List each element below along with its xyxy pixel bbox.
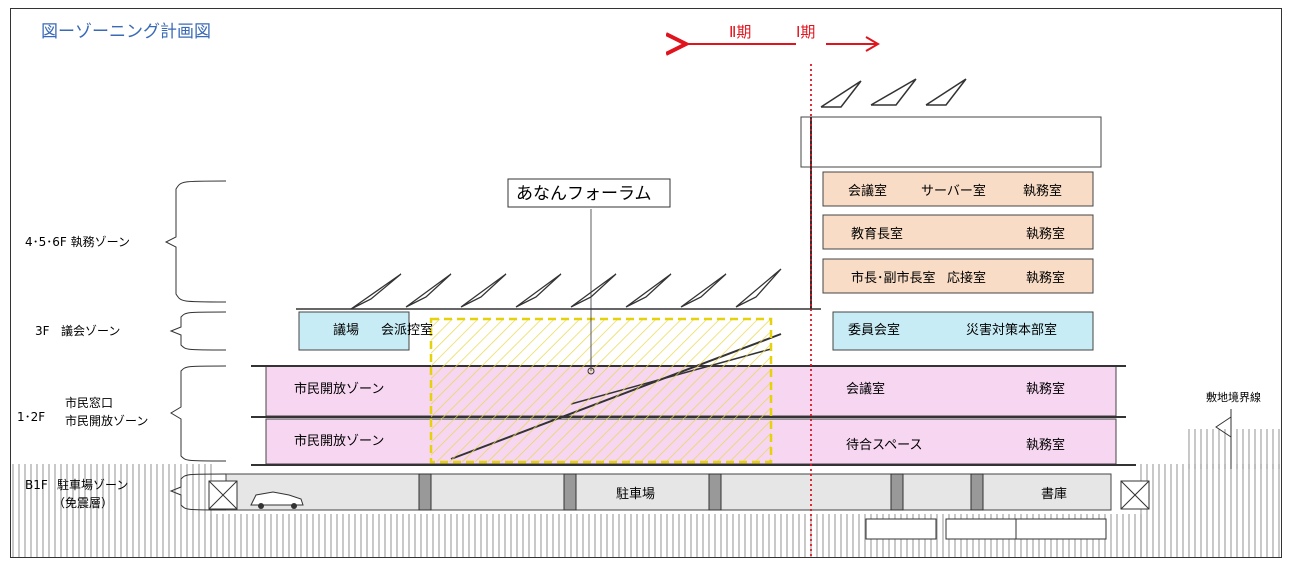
executive-zone-5f	[822, 214, 1094, 250]
council-zone-right	[832, 311, 1094, 351]
room-4f-mayor: 市長･副市長室	[851, 270, 936, 286]
room-3f-assembly: 議場	[333, 323, 359, 338]
room-6f-meeting: 会議室	[848, 183, 887, 199]
diagram-title: 図ーゾーニング計画図	[41, 22, 211, 42]
executive-zone-6f	[822, 171, 1094, 207]
forum-label: あなんフォーラム	[516, 184, 652, 204]
room-b1-archive: 書庫	[1041, 487, 1067, 502]
zone-label-council: 議会ゾーン	[61, 324, 120, 338]
tower-solar-panels	[820, 78, 967, 108]
zone-label-executive: 4･5･6F 執務ゾーン	[25, 235, 130, 249]
forum-label-box	[507, 178, 671, 208]
forum-area	[429, 317, 773, 464]
roof-solar-panels	[350, 268, 782, 310]
room-b1-parking: 駐車場	[616, 487, 655, 502]
zone-label-3f: 3F	[35, 324, 50, 338]
ground-slope	[1186, 429, 1281, 469]
rooftop-structure	[800, 116, 1102, 168]
site-boundary-marker	[1215, 416, 1232, 438]
site-boundary-label: 敷地境界線	[1206, 390, 1261, 404]
zone-label-public-2: 市民開放ゾーン	[65, 413, 148, 428]
pit-2	[945, 518, 1017, 540]
diagram-frame: 図ーゾーニング計画図 駐車場 書庫	[10, 8, 1282, 558]
room-3f-faction: 会派控室	[381, 322, 433, 338]
zone-label-parking: 駐車場ゾーン	[57, 477, 128, 492]
room-2f-meeting: 会議室	[846, 381, 885, 397]
pit-1	[865, 518, 937, 540]
room-5f-office: 執務室	[1026, 226, 1065, 242]
room-4f-office: 執務室	[1026, 270, 1065, 286]
room-3f-committee: 委員会室	[848, 322, 900, 338]
room-6f-server: サーバー室	[921, 183, 986, 199]
zone-label-1-2f: 1･2F	[17, 410, 45, 424]
zone-label-b1f: B1F	[25, 478, 48, 492]
room-3f-disaster: 災害対策本部室	[966, 322, 1057, 338]
phase1-label: Ⅰ期	[796, 23, 815, 41]
zone-label-seismic: （免震層）	[53, 495, 113, 510]
room-6f-office: 執務室	[1023, 183, 1062, 199]
zone-label-public-1: 市民窓口	[65, 395, 113, 410]
room-1f-office: 執務室	[1026, 437, 1065, 453]
room-4f-reception: 応接室	[947, 270, 986, 286]
room-1f-public: 市民開放ゾーン	[294, 433, 384, 449]
parking-zone	[225, 473, 1112, 511]
room-2f-public: 市民開放ゾーン	[294, 381, 384, 397]
car-icon	[250, 491, 304, 509]
council-zone-left	[298, 311, 410, 351]
executive-zone-4f	[822, 258, 1094, 294]
room-1f-waiting: 待合スペース	[846, 438, 922, 453]
room-2f-office: 執務室	[1026, 381, 1065, 397]
phase2-label: Ⅱ期	[729, 23, 751, 41]
room-5f-education: 教育長室	[851, 226, 903, 242]
zoning-section-diagram: 図ーゾーニング計画図 駐車場 書庫	[11, 22, 1281, 557]
pit-3	[1015, 518, 1107, 540]
foundation-columns	[418, 473, 984, 511]
zone-brackets	[164, 180, 227, 511]
